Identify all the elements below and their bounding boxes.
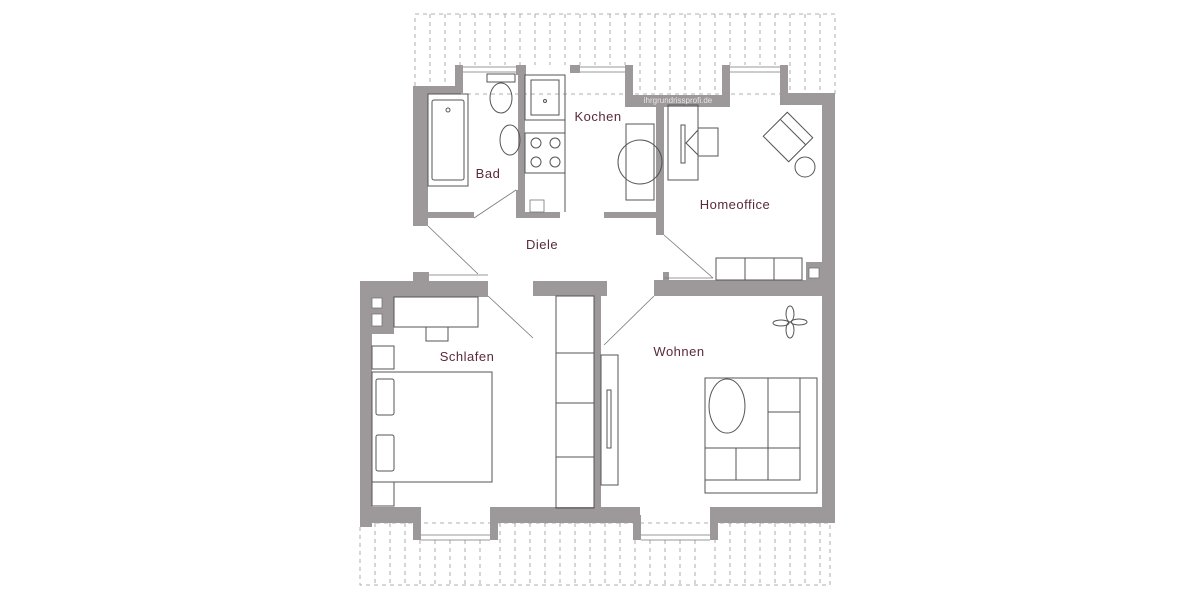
top-terrace (414, 13, 836, 95)
room-label-bad: Bad (476, 166, 501, 181)
room-label-wohnen: Wohnen (653, 344, 704, 359)
watermark: ihrgrundrissprofi.de (644, 96, 713, 105)
shafts (371, 199, 820, 327)
room-label-schlafen: Schlafen (440, 349, 495, 364)
ceiling-fan-icon (772, 305, 808, 339)
room-label-homeoffice: Homeoffice (700, 197, 771, 212)
room-label-kochen: Kochen (574, 109, 621, 124)
windows (421, 66, 780, 541)
furniture (371, 73, 818, 509)
room-label-diele: Diele (526, 237, 558, 252)
bottom-terrace (359, 522, 831, 586)
doors (427, 189, 714, 346)
walls (360, 65, 835, 540)
